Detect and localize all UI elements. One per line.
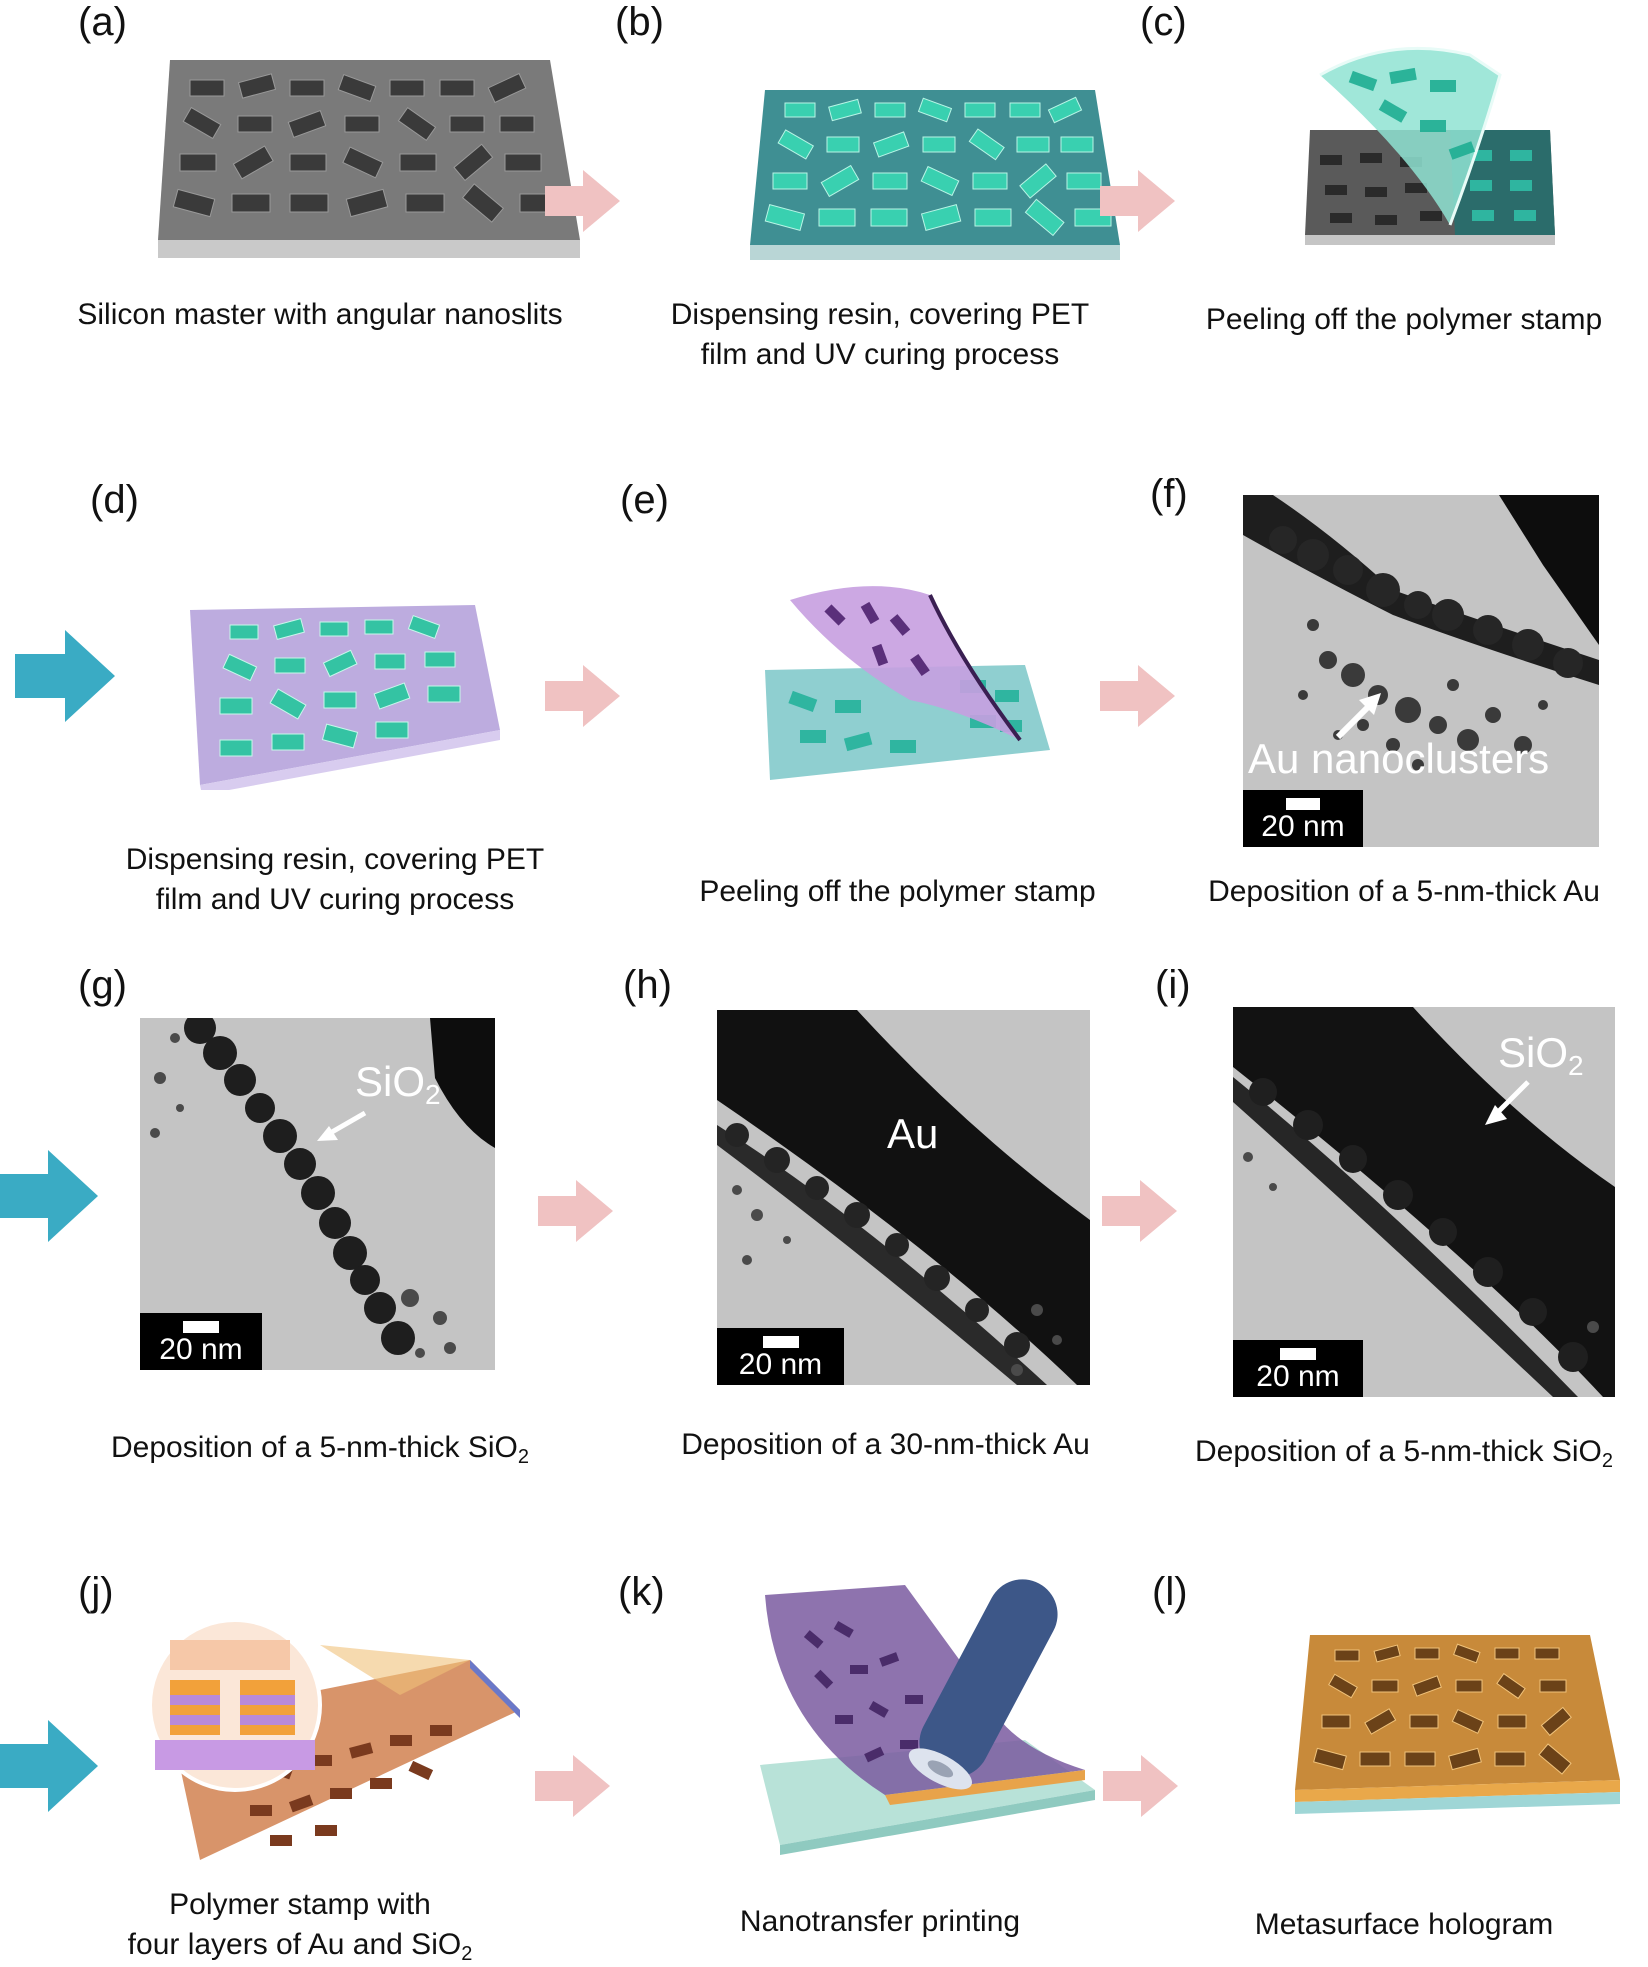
panel-label-i: (i) — [1155, 963, 1191, 1007]
resin-covered-master-illustration — [750, 90, 1120, 260]
tem-annotation-f: Au nanoclusters — [1248, 735, 1550, 782]
row-arrow-g — [0, 1150, 98, 1242]
process-arrow-e-f — [1100, 665, 1175, 727]
panel-label-d: (d) — [90, 478, 139, 522]
panel-label-k: (k) — [618, 1570, 665, 1614]
layered-stamp-illustration — [148, 1620, 520, 1860]
caption-i: Deposition of a 5-nm-thick SiO2 — [1195, 1435, 1613, 1472]
scale-bar-h: 20 nm — [717, 1328, 844, 1385]
panel-label-b: (b) — [615, 0, 664, 44]
tem-image-i: SiO2 20 nm — [1233, 1007, 1615, 1397]
caption-j-line1: Polymer stamp with — [169, 1888, 431, 1921]
panel-label-c: (c) — [1140, 0, 1187, 44]
process-arrow-g-h — [538, 1180, 613, 1242]
caption-h: Deposition of a 30-nm-thick Au — [681, 1428, 1090, 1461]
caption-g: Deposition of a 5-nm-thick SiO2 — [111, 1431, 529, 1468]
panel-label-f: (f) — [1150, 472, 1188, 516]
tem-image-g: SiO2 20 nm — [140, 1018, 495, 1370]
caption-c: Peeling off the polymer stamp — [1205, 303, 1603, 336]
caption-k: Nanotransfer printing — [739, 1905, 1021, 1938]
scale-bar-f: 20 nm — [1243, 790, 1363, 847]
tem-annotation-h: Au — [887, 1110, 939, 1157]
tem-annotation-i: SiO2 — [1498, 1029, 1584, 1081]
caption-b-line2: film and UV curing process — [700, 338, 1060, 371]
peeling-stamp-illustration-e — [765, 586, 1050, 780]
tem-image-f: Au nanoclusters 20 nm — [1243, 495, 1599, 847]
process-arrow-b-c — [1100, 170, 1175, 232]
scale-bar-g: 20 nm — [140, 1313, 262, 1370]
caption-d-line1: Dispensing resin, covering PET — [125, 843, 545, 876]
process-arrow-a-b — [545, 170, 620, 232]
process-arrow-d-e — [545, 665, 620, 727]
process-arrow-k-l — [1103, 1755, 1178, 1817]
tem-annotation-g: SiO2 — [355, 1058, 441, 1110]
nanotransfer-printing-illustration — [760, 1579, 1095, 1855]
caption-l: Metasurface hologram — [1254, 1908, 1554, 1941]
process-arrow-h-i — [1102, 1180, 1177, 1242]
panel-label-a: (a) — [78, 0, 127, 44]
process-arrow-j-k — [535, 1755, 610, 1817]
silicon-master-illustration — [158, 60, 580, 258]
scale-bar-i: 20 nm — [1233, 1340, 1363, 1397]
caption-d-line2: film and UV curing process — [155, 883, 515, 916]
caption-f: Deposition of a 5-nm-thick Au — [1208, 875, 1600, 908]
panel-label-g: (g) — [78, 963, 127, 1007]
panel-label-l: (l) — [1152, 1570, 1188, 1614]
caption-a: Silicon master with angular nanoslits — [77, 298, 563, 331]
caption-e: Peeling off the polymer stamp — [699, 875, 1096, 908]
panel-label-h: (h) — [623, 963, 672, 1007]
resin-covered-stamp-illustration — [190, 605, 500, 790]
tem-image-h: Au 20 nm — [717, 1010, 1090, 1385]
peeling-stamp-illustration-c — [1305, 46, 1555, 245]
panel-label-j: (j) — [78, 1570, 114, 1614]
panel-label-e: (e) — [620, 478, 669, 522]
caption-j-line2: four layers of Au and SiO2 — [127, 1928, 473, 1965]
caption-b-line1: Dispensing resin, covering PET — [670, 298, 1090, 331]
metasurface-hologram-illustration — [1295, 1635, 1620, 1814]
row-arrow-d — [15, 630, 115, 722]
row-arrow-j — [0, 1720, 98, 1812]
